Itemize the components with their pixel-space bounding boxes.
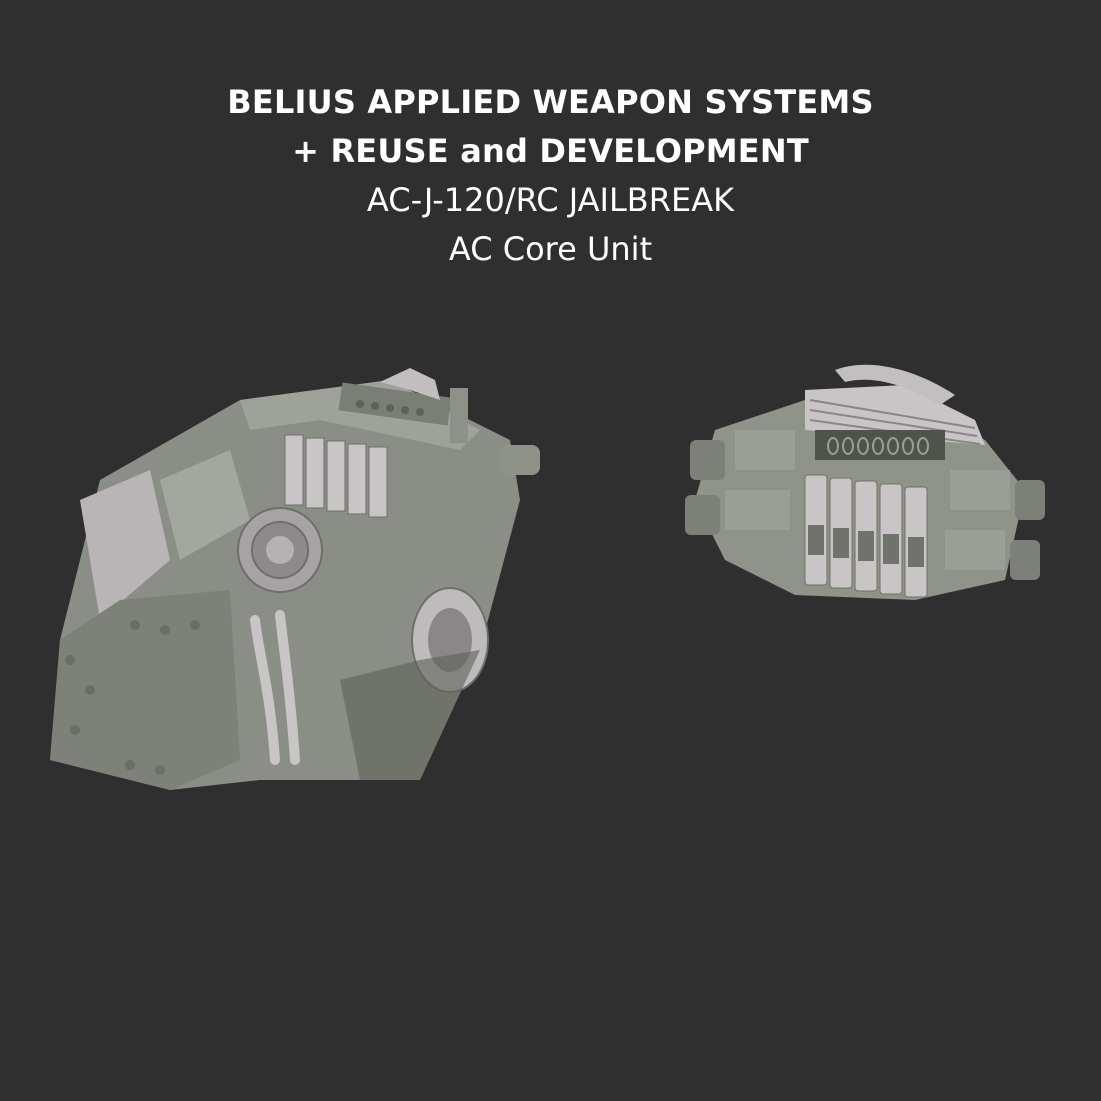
core-unit-render-angled [50,368,540,790]
title-manufacturer: BELIUS APPLIED WEAPON SYSTEMS [227,83,874,121]
title-division: + REUSE and DEVELOPMENT [292,132,809,170]
part-designation: AC-J-120/RC JAILBREAK [366,181,735,219]
core-unit-render-front [685,364,1045,600]
part-type: AC Core Unit [448,230,653,268]
title-block: BELIUS APPLIED WEAPON SYSTEMS + REUSE an… [0,78,1101,274]
